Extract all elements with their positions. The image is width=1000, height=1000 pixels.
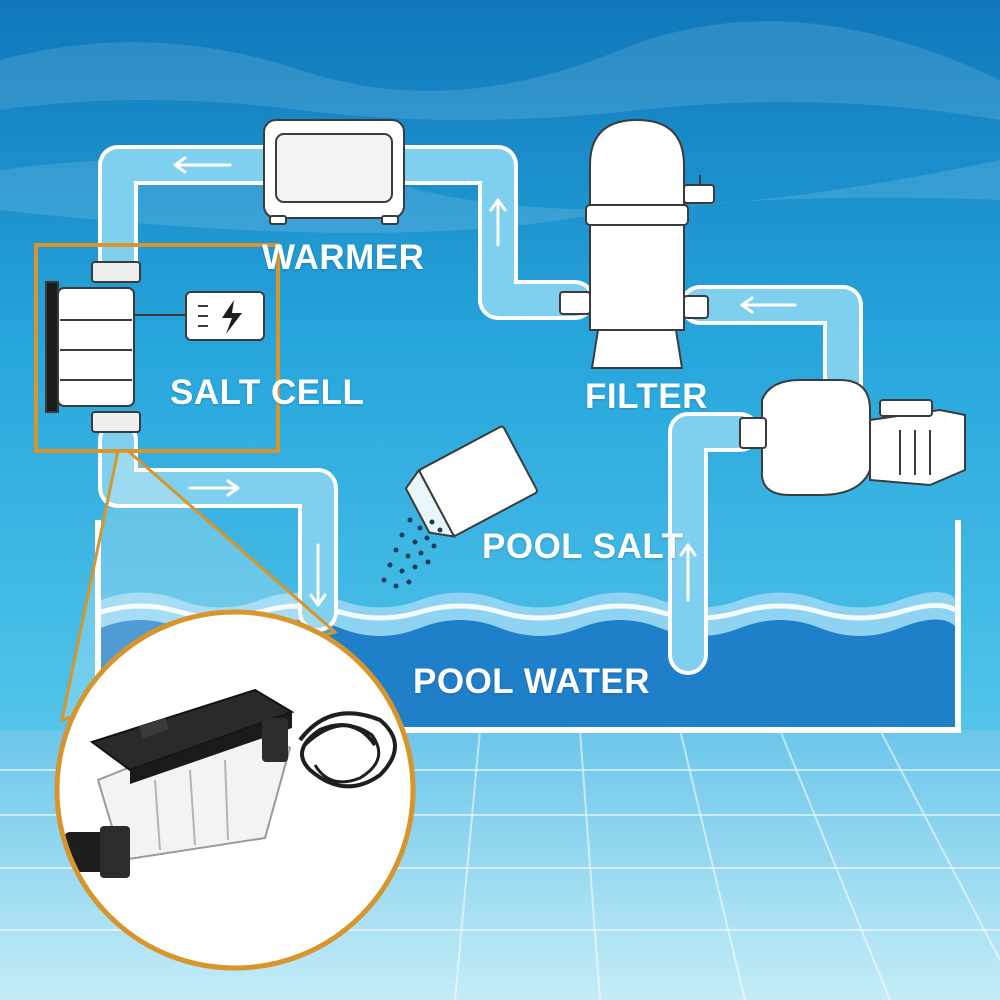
power-supply-lightning-icon [185,291,265,341]
flow-arrow-left-top [173,156,232,174]
pool-salt-label: POOL SALT [482,527,684,566]
flow-arrow-left-filter [740,296,797,314]
flow-arrow-right-bottom [188,479,240,497]
salt-chlorinator-product-photo [54,609,416,971]
salt-bag-pouring-icon [381,425,538,589]
pool-water-label: POOL WATER [413,662,651,701]
salt-grains [381,517,443,589]
salt-cell-icon [45,261,188,433]
flow-arrows [173,156,797,607]
flow-arrow-up-right [489,198,507,247]
warmer-unit-icon [263,119,405,225]
sand-filter-icon [559,118,715,369]
filter-label: FILTER [585,377,708,416]
salt-cell-highlight-frame [34,243,280,453]
flow-arrow-up-pump [679,543,697,602]
warmer-label: WARMER [262,238,425,277]
pool-pump-icon [739,379,966,496]
flow-arrow-down-pool [309,543,327,607]
salt-cell-label: SALT CELL [170,373,365,412]
